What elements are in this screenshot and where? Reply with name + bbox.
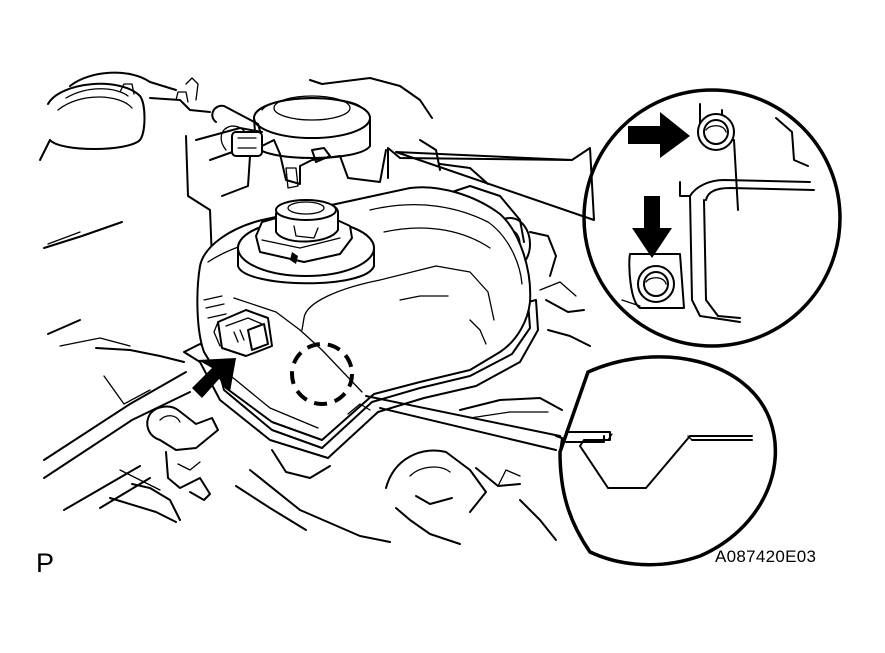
groove-detail-inset bbox=[555, 355, 778, 567]
view-label: P bbox=[36, 548, 55, 578]
bolt-detail-inset bbox=[395, 88, 842, 348]
arrow-icon bbox=[192, 358, 236, 398]
dashed-circle-icon bbox=[290, 342, 354, 406]
figure-id: A087420E03 bbox=[715, 547, 817, 566]
arrow-icon bbox=[628, 112, 690, 158]
arrow-icon bbox=[632, 196, 672, 258]
brake-reservoir bbox=[183, 147, 573, 459]
